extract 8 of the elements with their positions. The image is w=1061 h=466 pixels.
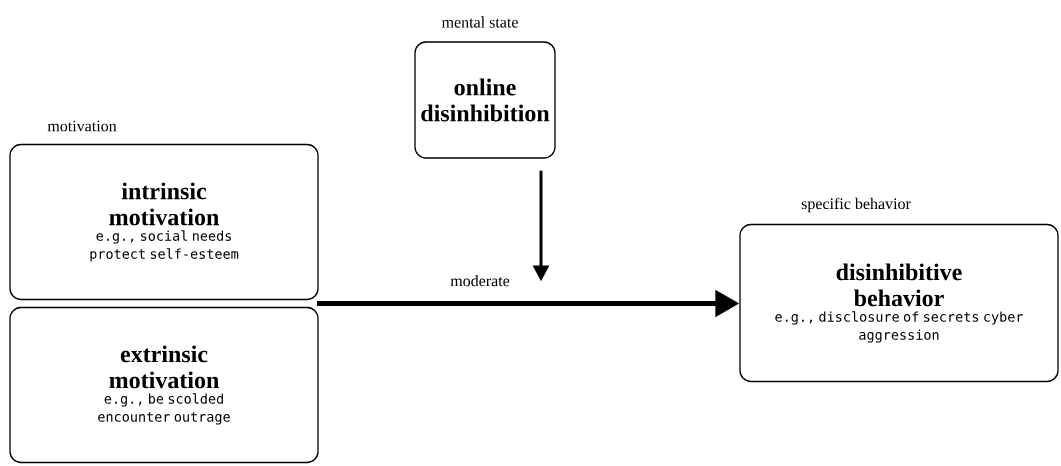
label-box: disinhibitive behavior e.g., disclosure of secrets cyber aggression xyxy=(739,223,1059,383)
group-heading: motivation xyxy=(47,120,117,132)
label-box: intrinsic motivation e.g., social needs protect self-esteem xyxy=(9,143,319,301)
group-heading: mental state xyxy=(441,16,518,28)
group-heading: specific behavior xyxy=(801,197,911,213)
label-box: online disinhibition xyxy=(414,41,556,159)
label-box: extrinsic motivation e.g., be scolded encounter outrage xyxy=(9,306,319,464)
edge-label: moderate xyxy=(449,274,511,288)
